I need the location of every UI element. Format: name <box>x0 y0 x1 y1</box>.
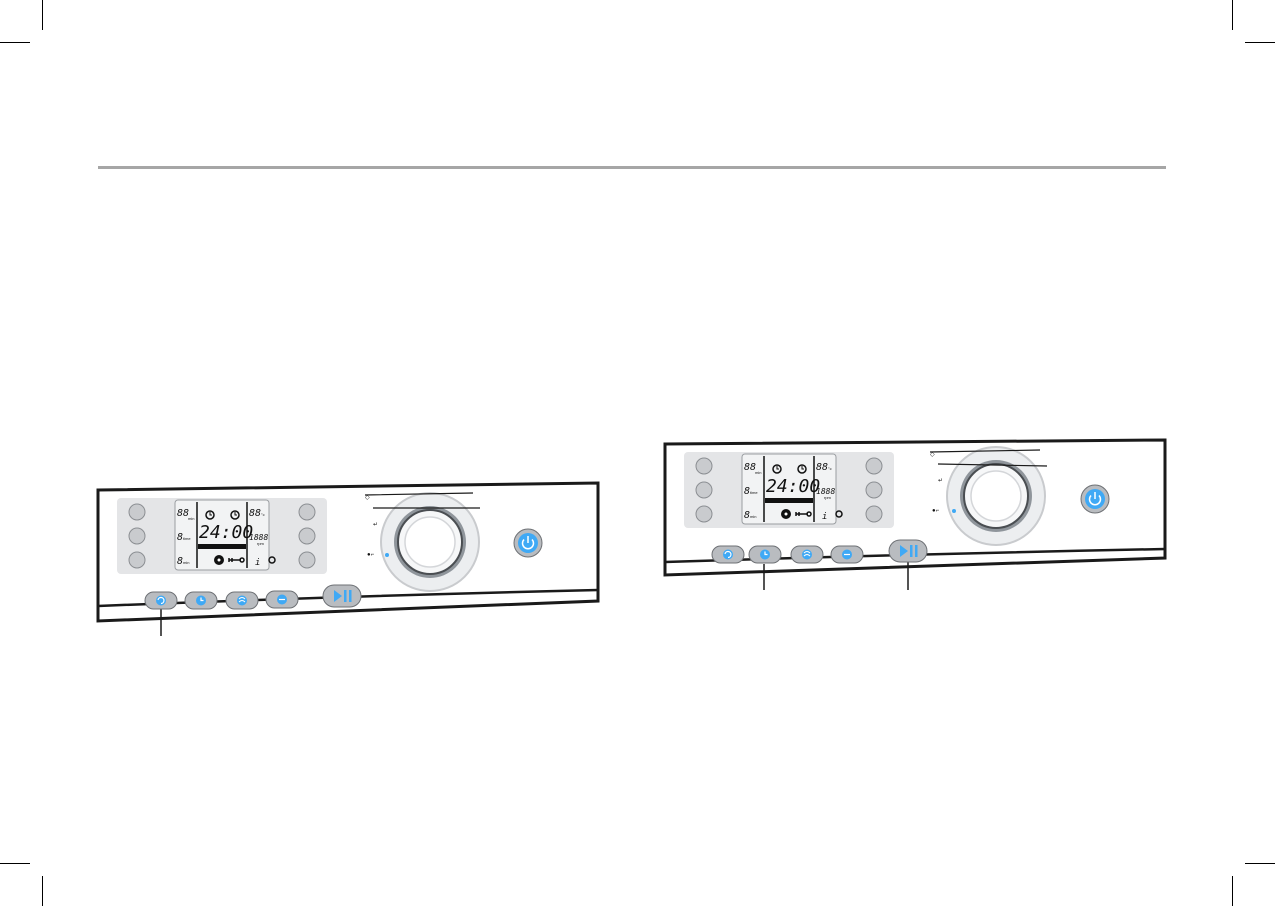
lcd-readout: i <box>822 512 827 522</box>
option-key[interactable] <box>865 457 883 475</box>
lcd-unit: min <box>183 560 189 565</box>
option-key[interactable] <box>865 481 883 499</box>
program-key[interactable] <box>128 503 146 521</box>
lock-icon <box>214 555 224 565</box>
refresh-icon <box>724 550 732 559</box>
program-dial[interactable]: ◇ ↵ ●⌐ <box>364 492 480 592</box>
lcd-readout: 88 <box>177 508 189 519</box>
start-pause-button[interactable] <box>322 584 362 608</box>
lcd-unit: rpm <box>824 495 832 500</box>
option-key[interactable] <box>298 503 316 521</box>
crop-mark <box>42 876 43 906</box>
crop-mark <box>0 42 30 43</box>
soak-button[interactable] <box>265 590 299 609</box>
dial-indicator-dot <box>385 553 389 557</box>
lcd-readout: 8 <box>177 532 183 543</box>
lcd-unit: °c <box>828 466 832 471</box>
lcd-readout: 8 <box>744 510 750 521</box>
steam-icon <box>238 597 246 603</box>
program-key[interactable] <box>128 527 146 545</box>
progress-bar <box>198 544 246 549</box>
lcd-readout: 8 <box>177 556 183 567</box>
option-key[interactable] <box>298 527 316 545</box>
lcd-unit: rpm <box>257 541 265 546</box>
lcd-unit: time <box>750 490 758 495</box>
spin-icon: ●⌐ <box>367 552 375 558</box>
lcd-readout: 1888 <box>249 533 268 542</box>
clock-icon <box>200 597 204 602</box>
start-pause-button[interactable] <box>888 539 928 563</box>
program-key[interactable] <box>128 551 146 569</box>
control-panel-left: 88 min 8 time 8 min 24:00 88 °c 1888 rpm… <box>95 478 605 638</box>
crop-mark <box>1245 863 1275 864</box>
clock-icon <box>764 551 768 556</box>
clock-icon <box>797 464 807 474</box>
option-key[interactable] <box>865 505 883 523</box>
clock-icon <box>205 510 215 520</box>
dial-label-lines <box>929 449 1048 467</box>
clock-icon <box>772 464 782 474</box>
status-dot-icon <box>835 510 843 518</box>
power-button[interactable] <box>513 528 543 558</box>
key-icon <box>228 557 245 563</box>
lcd-display: 88 min 8 time 8 min 24:00 88 °c 1888 rpm… <box>174 499 276 571</box>
crop-mark <box>1232 0 1233 30</box>
key-icon <box>795 511 812 517</box>
program-dial[interactable]: ◇ ↵ ●⌐ <box>929 446 1048 546</box>
delay-timer-button[interactable] <box>184 591 218 610</box>
hand-wash-icon: ↵ <box>938 478 943 484</box>
steam-icon <box>803 551 811 557</box>
progress-bar <box>765 498 813 503</box>
soak-button[interactable] <box>830 545 864 564</box>
program-key[interactable] <box>695 457 713 475</box>
control-panel-right: 88 min 8 time 8 min 24:00 88 °c 1888 rpm… <box>662 432 1172 592</box>
power-icon <box>521 536 535 550</box>
dial-label-lines <box>364 492 480 509</box>
lcd-display: 88 min 8 time 8 min 24:00 88 °c 1888 rpm… <box>741 453 843 525</box>
rinse-button[interactable] <box>144 591 178 610</box>
clock-icon <box>230 510 240 520</box>
crop-mark <box>42 0 43 30</box>
header-rule <box>98 166 1166 169</box>
play-pause-icon <box>900 545 918 557</box>
lcd-time: 24:00 <box>766 476 820 497</box>
dial-indicator-dot <box>952 509 956 513</box>
crop-mark <box>0 863 30 864</box>
lcd-unit: time <box>183 536 191 541</box>
program-key[interactable] <box>695 505 713 523</box>
steam-button[interactable] <box>225 591 259 610</box>
wool-icon: ◇ <box>365 495 370 501</box>
power-button[interactable] <box>1080 484 1110 514</box>
lcd-readout: 88 <box>744 462 756 473</box>
lcd-readout: 1888 <box>816 487 835 496</box>
status-dot-icon <box>268 556 276 564</box>
lcd-unit: min <box>750 514 756 519</box>
rinse-button[interactable] <box>711 545 745 564</box>
option-key[interactable] <box>298 551 316 569</box>
delay-timer-button[interactable] <box>748 545 782 564</box>
crop-mark <box>1245 42 1275 43</box>
lcd-unit: °c <box>261 512 265 517</box>
play-pause-icon <box>334 590 352 602</box>
lcd-readout: 88 <box>816 462 828 473</box>
wool-icon: ◇ <box>930 452 935 458</box>
hand-wash-icon: ↵ <box>373 522 378 528</box>
spin-icon: ●⌐ <box>932 508 940 514</box>
program-key[interactable] <box>695 481 713 499</box>
lcd-readout: 88 <box>249 508 261 519</box>
lock-icon <box>781 509 791 519</box>
lcd-unit: min <box>755 470 761 475</box>
power-icon <box>1088 492 1102 506</box>
lcd-readout: 8 <box>744 486 750 497</box>
lcd-readout: i <box>255 558 260 568</box>
steam-button[interactable] <box>790 545 824 564</box>
lcd-unit: min <box>188 516 194 521</box>
crop-mark <box>1232 876 1233 906</box>
lcd-time: 24:00 <box>199 522 253 543</box>
refresh-icon <box>157 596 165 605</box>
